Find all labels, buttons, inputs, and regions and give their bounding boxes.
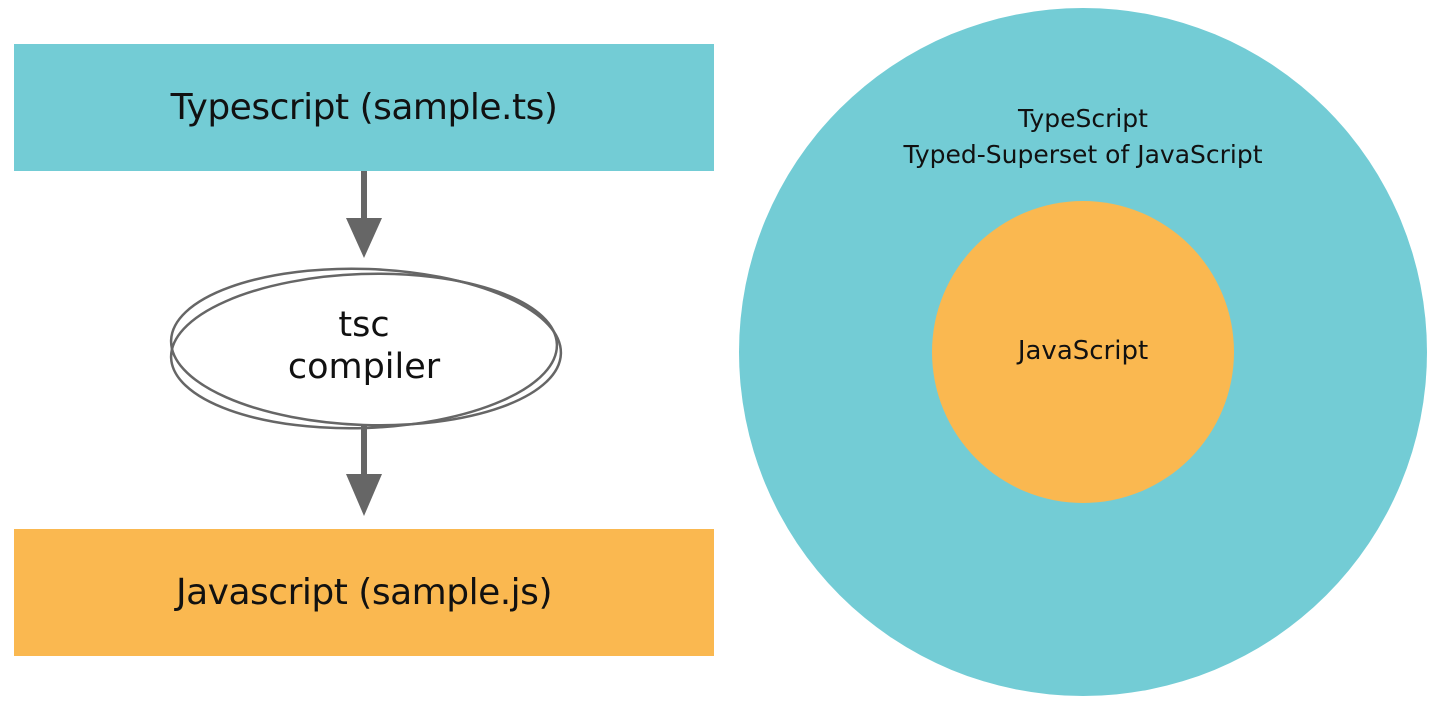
typescript-box <box>14 44 714 171</box>
typescript-circle-subtitle: Typed-Superset of JavaScript <box>903 140 1263 169</box>
typescript-circle-label: TypeScript Typed-Superset of JavaScript <box>826 101 1340 173</box>
javascript-inner-circle <box>932 201 1234 503</box>
compiler-label-line2: compiler <box>287 347 441 387</box>
javascript-circle-label: JavaScript <box>1017 336 1149 366</box>
typescript-circle-title: TypeScript <box>1018 104 1148 133</box>
arrow-to-output-head <box>346 474 382 516</box>
javascript-output-label: Javascript (sample.js) <box>176 572 552 613</box>
compiler-label-line1: tsc <box>338 305 390 345</box>
compiler-ellipse-outline-a <box>169 267 563 427</box>
arrow-to-compiler-head <box>346 218 382 258</box>
javascript-box <box>14 529 714 656</box>
javascript-output-box: Javascript (sample.js) <box>14 529 714 656</box>
typescript-source-box: Typescript (sample.ts) <box>14 44 714 171</box>
typescript-source-label: Typescript (sample.ts) <box>170 87 558 128</box>
compiler-label: tsc compiler <box>214 304 514 388</box>
